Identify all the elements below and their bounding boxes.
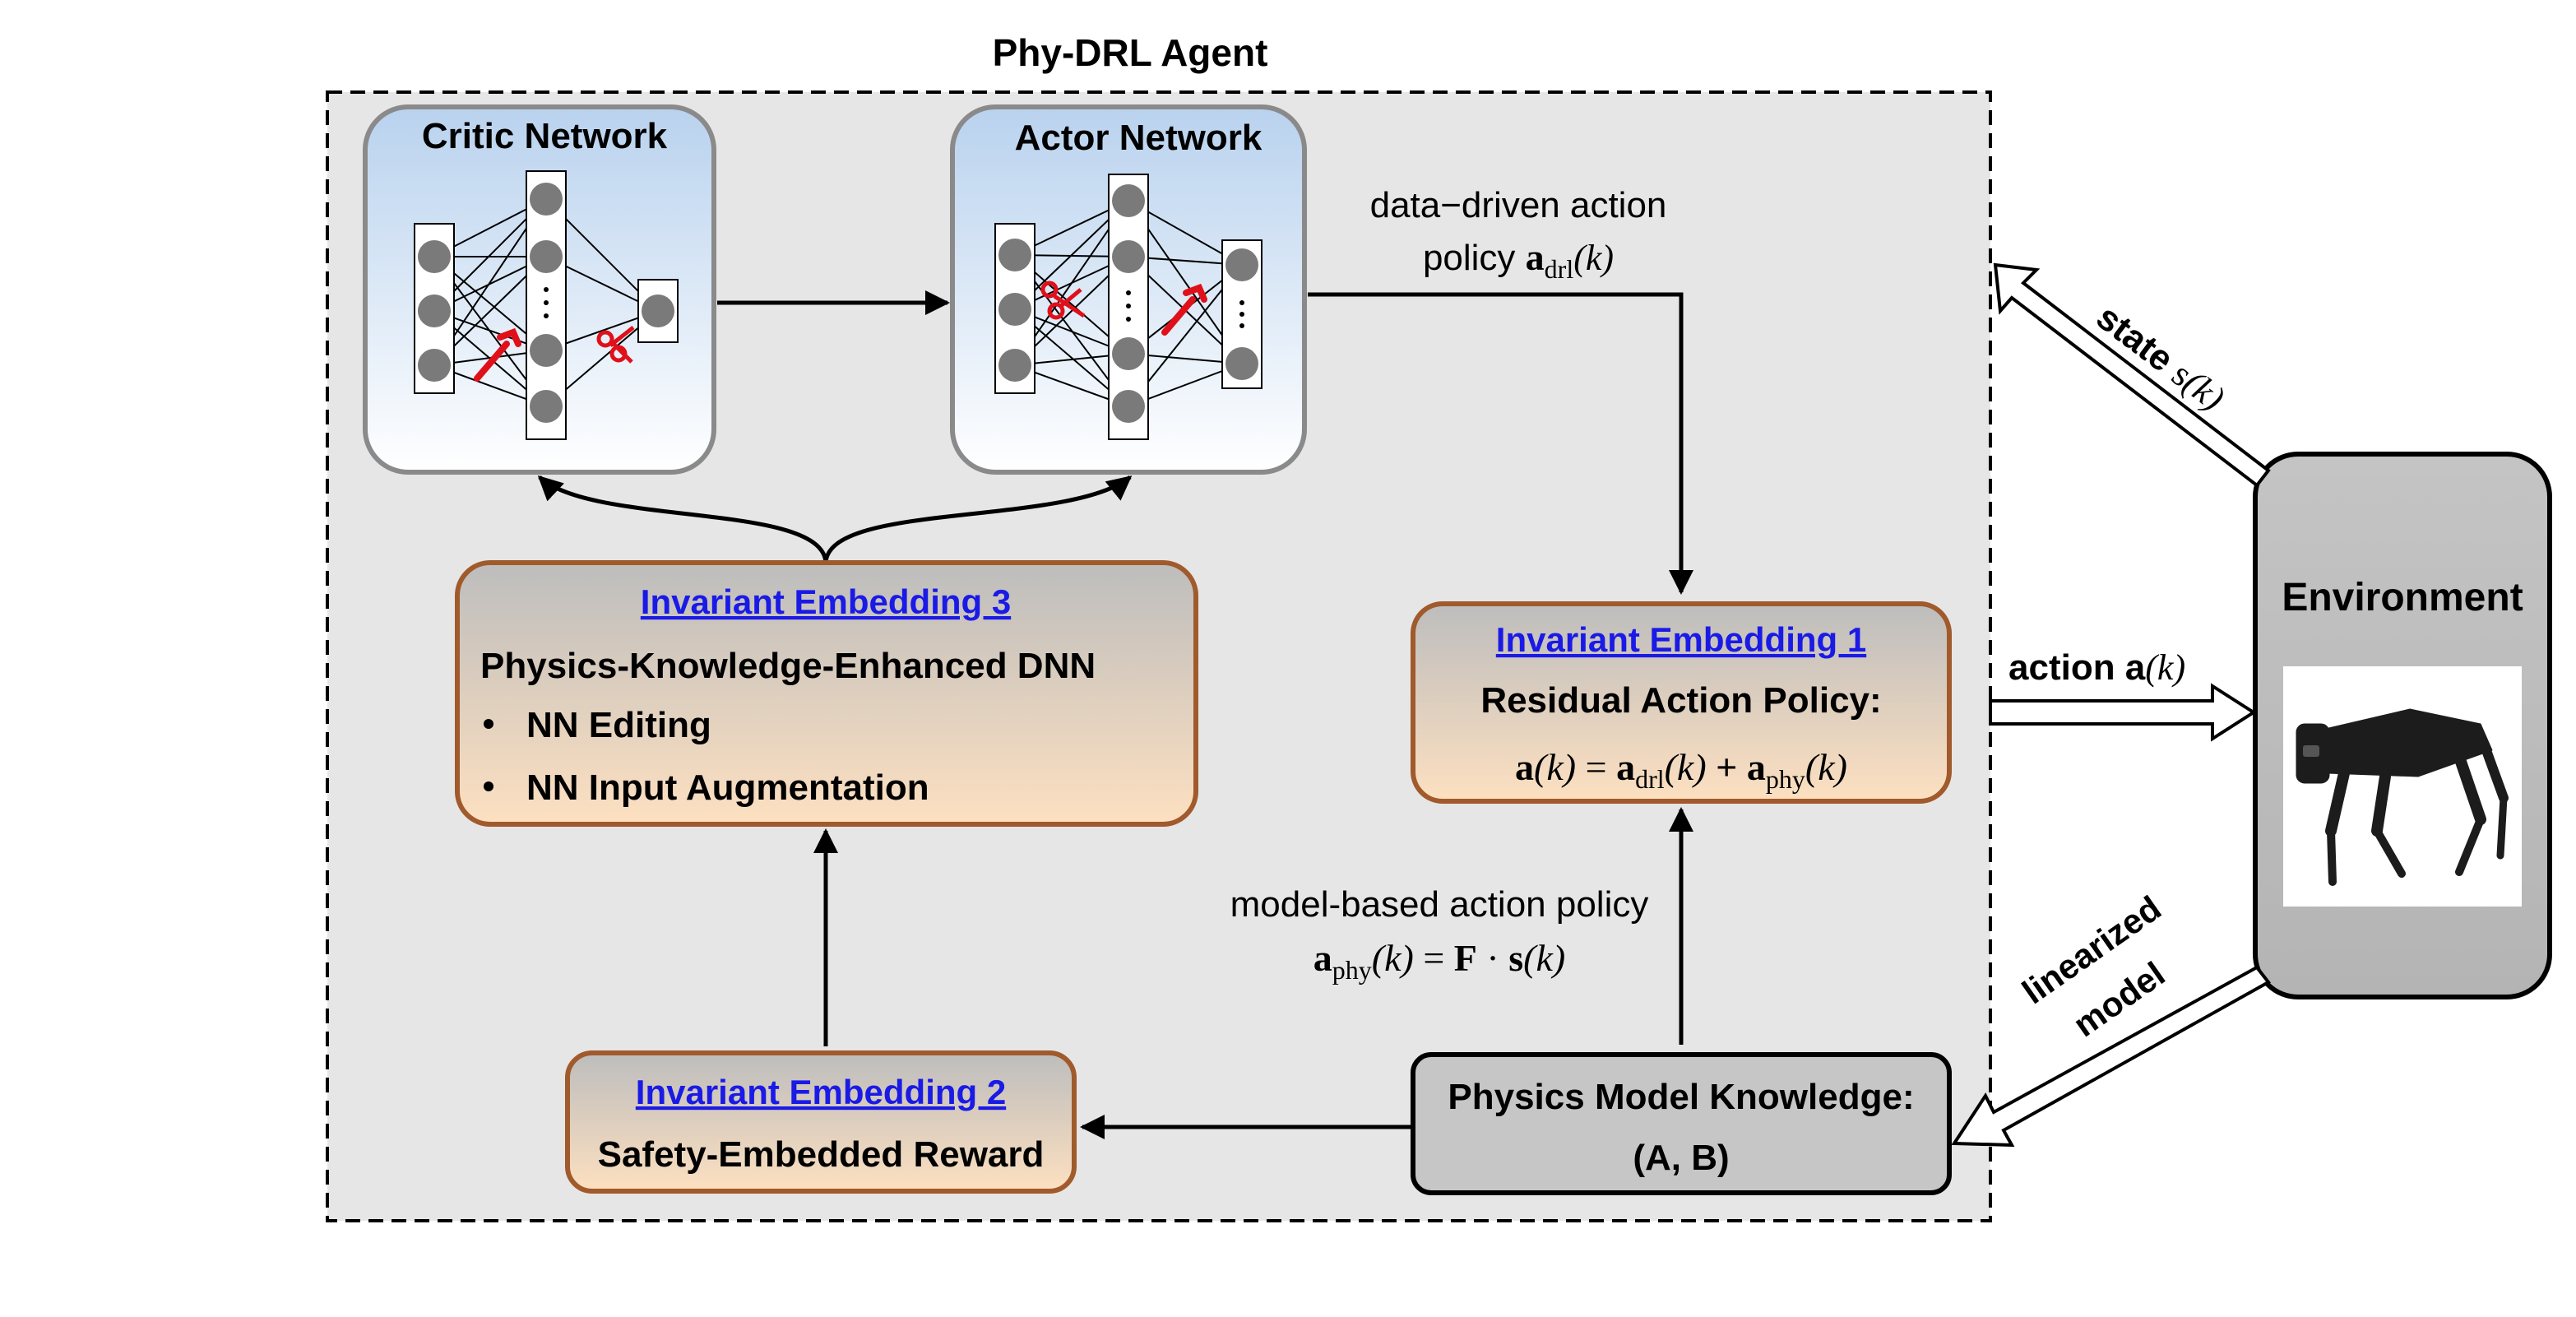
- ie3-to-critic-arrow: [537, 475, 828, 563]
- agent-title: Phy-DRL Agent: [993, 31, 1268, 74]
- scissors-icon: [596, 326, 635, 364]
- ie3-bullet-1: NN Editing: [526, 705, 711, 745]
- ie1-heading: Residual Action Policy:: [1480, 680, 1881, 721]
- model-based-line1: model-based action policy: [1230, 884, 1649, 925]
- critic-title: Critic Network: [422, 116, 668, 156]
- linearized-model-arrow: [1951, 965, 2272, 1148]
- actor-network: Actor Network: [950, 104, 1307, 475]
- critic-network: Critic Network: [363, 104, 716, 475]
- wrench-icon: [1161, 283, 1207, 336]
- quadruped-robot-image: [2283, 666, 2522, 907]
- ie1-formula: a(k) = adrl(k) + aphy(k): [1515, 746, 1847, 794]
- invariant-embedding-2: Invariant Embedding 2 Safety-Embedded Re…: [565, 1050, 1077, 1194]
- invariant-embedding-3: Invariant Embedding 3 Physics-Knowledge-…: [455, 560, 1198, 827]
- actor-title: Actor Network: [1015, 118, 1263, 158]
- model-based-line2: aphy(k) = F · s(k): [1313, 937, 1565, 985]
- physics-line2: (A, B): [1633, 1138, 1729, 1178]
- ie3-to-actor-arrow: [823, 475, 1133, 563]
- action-arrow: [1989, 683, 2257, 742]
- wrench-icon: [474, 327, 521, 382]
- physics-line1: Physics Model Knowledge:: [1448, 1077, 1914, 1117]
- ie3-bullet-2: NN Input Augmentation: [526, 767, 929, 808]
- action-label: action a(k): [2008, 647, 2185, 688]
- physics-model-knowledge: Physics Model Knowledge: (A, B): [1411, 1052, 1952, 1195]
- environment: Environment: [2253, 452, 2552, 999]
- scissors-icon: [1040, 281, 1086, 320]
- environment-title: Environment: [2282, 576, 2523, 619]
- state-arrow: [1993, 262, 2271, 488]
- ie3-heading: Physics-Knowledge-Enhanced DNN: [480, 646, 1096, 686]
- data-driven-line1: data−driven action: [1370, 185, 1667, 225]
- data-driven-line2: policy adrl(k): [1423, 236, 1614, 284]
- invariant-embedding-1: Invariant Embedding 1 Residual Action Po…: [1411, 601, 1952, 804]
- ie2-link[interactable]: Invariant Embedding 2: [636, 1073, 1006, 1111]
- actor-to-ie1-arrow: [1308, 292, 1693, 595]
- ie3-link[interactable]: Invariant Embedding 3: [641, 582, 1011, 621]
- ie2-heading: Safety-Embedded Reward: [598, 1134, 1045, 1175]
- ie1-link[interactable]: Invariant Embedding 1: [1496, 620, 1866, 659]
